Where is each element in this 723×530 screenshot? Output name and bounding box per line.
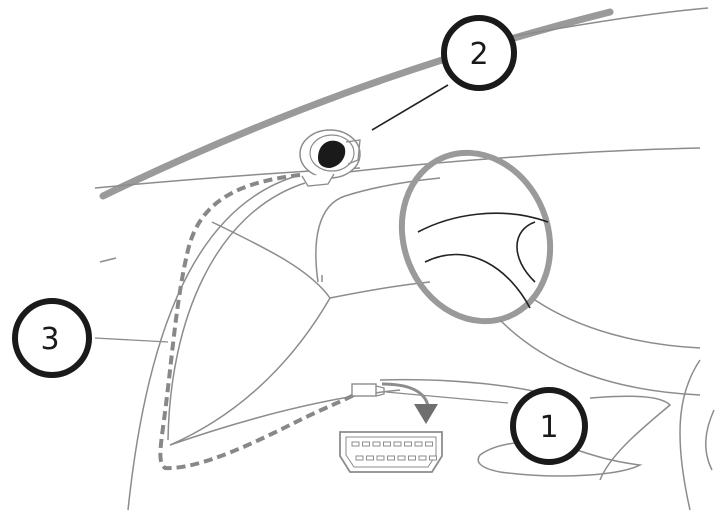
dash-panel-line-3 (329, 281, 431, 299)
insert-arrow-icon (381, 382, 438, 424)
obd-pin (408, 455, 416, 461)
obd-pin (351, 441, 360, 447)
obd-pin (418, 455, 427, 461)
obd-pin (425, 441, 433, 447)
steering-spoke-3 (516, 221, 536, 283)
door-panel-right-2 (705, 409, 715, 471)
dashboard-top-line-right (347, 147, 701, 173)
roof-line (491, 7, 709, 41)
obd-pin (414, 441, 423, 447)
callout-2-leader (371, 84, 449, 131)
dash-camera-icon (299, 129, 361, 187)
obd-pin (397, 455, 406, 461)
lower-dash-line (169, 389, 401, 446)
cable-route (158, 173, 361, 471)
callout-1: 1 (510, 387, 588, 465)
callout-1-leader (385, 391, 509, 404)
dash-panel-line-1 (211, 221, 331, 299)
a-pillar-outer (127, 174, 301, 511)
obd-port-pins-bottom (355, 455, 437, 461)
callout-3: 3 (12, 298, 92, 378)
obd-pin (355, 455, 364, 461)
callout-2-label: 2 (469, 37, 488, 72)
steering-wheel (398, 149, 554, 325)
obd-pin (393, 441, 402, 447)
steering-column-2 (534, 299, 701, 349)
callout-3-label: 3 (40, 322, 59, 357)
callout-2: 2 (441, 15, 517, 91)
steering-spoke-2 (424, 253, 531, 309)
obd-pin (404, 441, 412, 447)
obd-pin (362, 441, 370, 447)
obd-pin (383, 441, 391, 447)
obd-port-icon (339, 431, 443, 473)
steering-column-1 (499, 319, 701, 396)
steering-spoke-1 (417, 212, 549, 233)
door-panel-right (679, 359, 701, 511)
knee-panel-1 (589, 395, 672, 481)
obd-pin (387, 455, 395, 461)
dash-panel-line-2 (169, 297, 331, 446)
obd-pin (366, 455, 374, 461)
callout-3-leader (94, 337, 169, 343)
obd-pin (429, 455, 437, 461)
obd-pin (372, 441, 381, 447)
a-pillar-inner (167, 182, 306, 441)
obd-port-pins-top (351, 441, 433, 447)
callout-1-label: 1 (539, 410, 558, 445)
obd-plug-icon (351, 383, 385, 397)
obd-pin (376, 455, 385, 461)
side-mark (99, 257, 117, 263)
